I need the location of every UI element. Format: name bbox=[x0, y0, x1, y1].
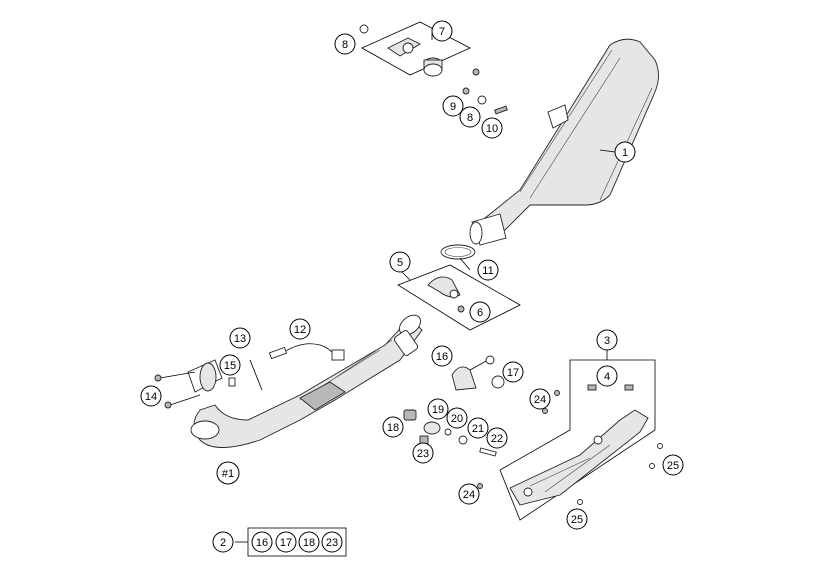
callout-14: 14 bbox=[140, 385, 162, 407]
svg-text:8: 8 bbox=[467, 112, 473, 124]
callout-24: 24 bbox=[529, 388, 551, 410]
mount-bushing bbox=[451, 355, 505, 391]
callout-1: 1 bbox=[614, 141, 636, 163]
callout-13: 13 bbox=[229, 327, 251, 349]
svg-text:7: 7 bbox=[439, 26, 445, 38]
svg-text:17: 17 bbox=[507, 367, 519, 379]
hardware-set bbox=[403, 409, 497, 457]
panel-clamp bbox=[397, 264, 521, 331]
svg-text:20: 20 bbox=[451, 413, 463, 425]
svg-text:10: 10 bbox=[486, 123, 498, 135]
springs bbox=[587, 384, 634, 391]
callout-12: 12 bbox=[289, 318, 311, 340]
svg-text:#1: #1 bbox=[222, 468, 234, 480]
callout-16: 16 bbox=[431, 345, 453, 367]
svg-text:8: 8 bbox=[342, 39, 348, 51]
panel-heat-shield bbox=[499, 359, 656, 521]
gasket-strip bbox=[249, 359, 263, 391]
spacer bbox=[228, 377, 236, 387]
svg-text:18: 18 bbox=[303, 537, 315, 549]
kit-item-18: 18 bbox=[298, 531, 320, 553]
panel-bracket bbox=[361, 21, 471, 76]
svg-text:13: 13 bbox=[234, 333, 246, 345]
svg-text:1: 1 bbox=[622, 147, 628, 159]
svg-text:18: 18 bbox=[387, 422, 399, 434]
svg-text:19: 19 bbox=[432, 404, 444, 416]
svg-text:6: 6 bbox=[477, 307, 483, 319]
callout-21: 21 bbox=[467, 417, 489, 439]
kit-item-17: 17 bbox=[275, 531, 297, 553]
clamp bbox=[427, 276, 465, 313]
svg-text:2: 2 bbox=[220, 537, 226, 549]
svg-text:5: 5 bbox=[397, 257, 403, 269]
svg-text:12: 12 bbox=[294, 324, 306, 336]
callout-25: 25 bbox=[662, 454, 684, 476]
gasket-ring bbox=[440, 244, 476, 260]
svg-text:3: 3 bbox=[604, 335, 610, 347]
bracket bbox=[387, 37, 443, 77]
svg-text:25: 25 bbox=[667, 460, 679, 472]
callout-9: 9 bbox=[442, 95, 464, 117]
callout-7: 7 bbox=[431, 20, 453, 42]
silencer bbox=[469, 38, 659, 246]
svg-text:15: 15 bbox=[224, 360, 236, 372]
callout-4: 4 bbox=[596, 365, 618, 387]
kit-item-16: 16 bbox=[251, 531, 273, 553]
kit-item-23: 23 bbox=[321, 531, 343, 553]
callout-2: 2 bbox=[212, 531, 234, 553]
callout-hash-1: #1 bbox=[216, 461, 240, 485]
svg-text:11: 11 bbox=[482, 265, 493, 277]
svg-text:9: 9 bbox=[450, 101, 456, 113]
callout-3: 3 bbox=[596, 329, 618, 351]
callout-19: 19 bbox=[427, 398, 449, 420]
svg-text:24: 24 bbox=[534, 394, 546, 406]
callout-11: 11 bbox=[477, 259, 499, 281]
callout-22: 22 bbox=[486, 427, 508, 449]
callout-15: 15 bbox=[219, 354, 241, 376]
svg-text:17: 17 bbox=[280, 537, 292, 549]
shield-screws bbox=[477, 390, 663, 505]
callout-6: 6 bbox=[469, 301, 491, 323]
lambda-sensor bbox=[268, 343, 345, 361]
flange-bolts bbox=[154, 371, 201, 409]
callout-18: 18 bbox=[382, 416, 404, 438]
svg-text:23: 23 bbox=[417, 448, 429, 460]
svg-text:25: 25 bbox=[571, 514, 583, 526]
callout-23: 23 bbox=[412, 442, 434, 464]
header-pipe bbox=[187, 314, 423, 448]
svg-text:22: 22 bbox=[491, 433, 503, 445]
svg-text:16: 16 bbox=[436, 351, 448, 363]
callout-17: 17 bbox=[502, 361, 524, 383]
callout-8: 8 bbox=[459, 106, 481, 128]
small-fasteners bbox=[462, 68, 508, 115]
callout-24: 24 bbox=[458, 483, 480, 505]
kit-box bbox=[247, 527, 347, 557]
svg-text:23: 23 bbox=[326, 537, 338, 549]
svg-text:16: 16 bbox=[256, 537, 268, 549]
svg-text:14: 14 bbox=[145, 391, 157, 403]
callout-20: 20 bbox=[446, 407, 468, 429]
svg-text:4: 4 bbox=[604, 371, 610, 383]
svg-text:21: 21 bbox=[472, 423, 484, 435]
callout-8: 8 bbox=[334, 33, 356, 55]
heat-shield bbox=[509, 409, 649, 506]
callout-25: 25 bbox=[566, 508, 588, 530]
callout-5: 5 bbox=[389, 251, 411, 273]
callout-10: 10 bbox=[481, 117, 503, 139]
svg-text:24: 24 bbox=[463, 489, 475, 501]
